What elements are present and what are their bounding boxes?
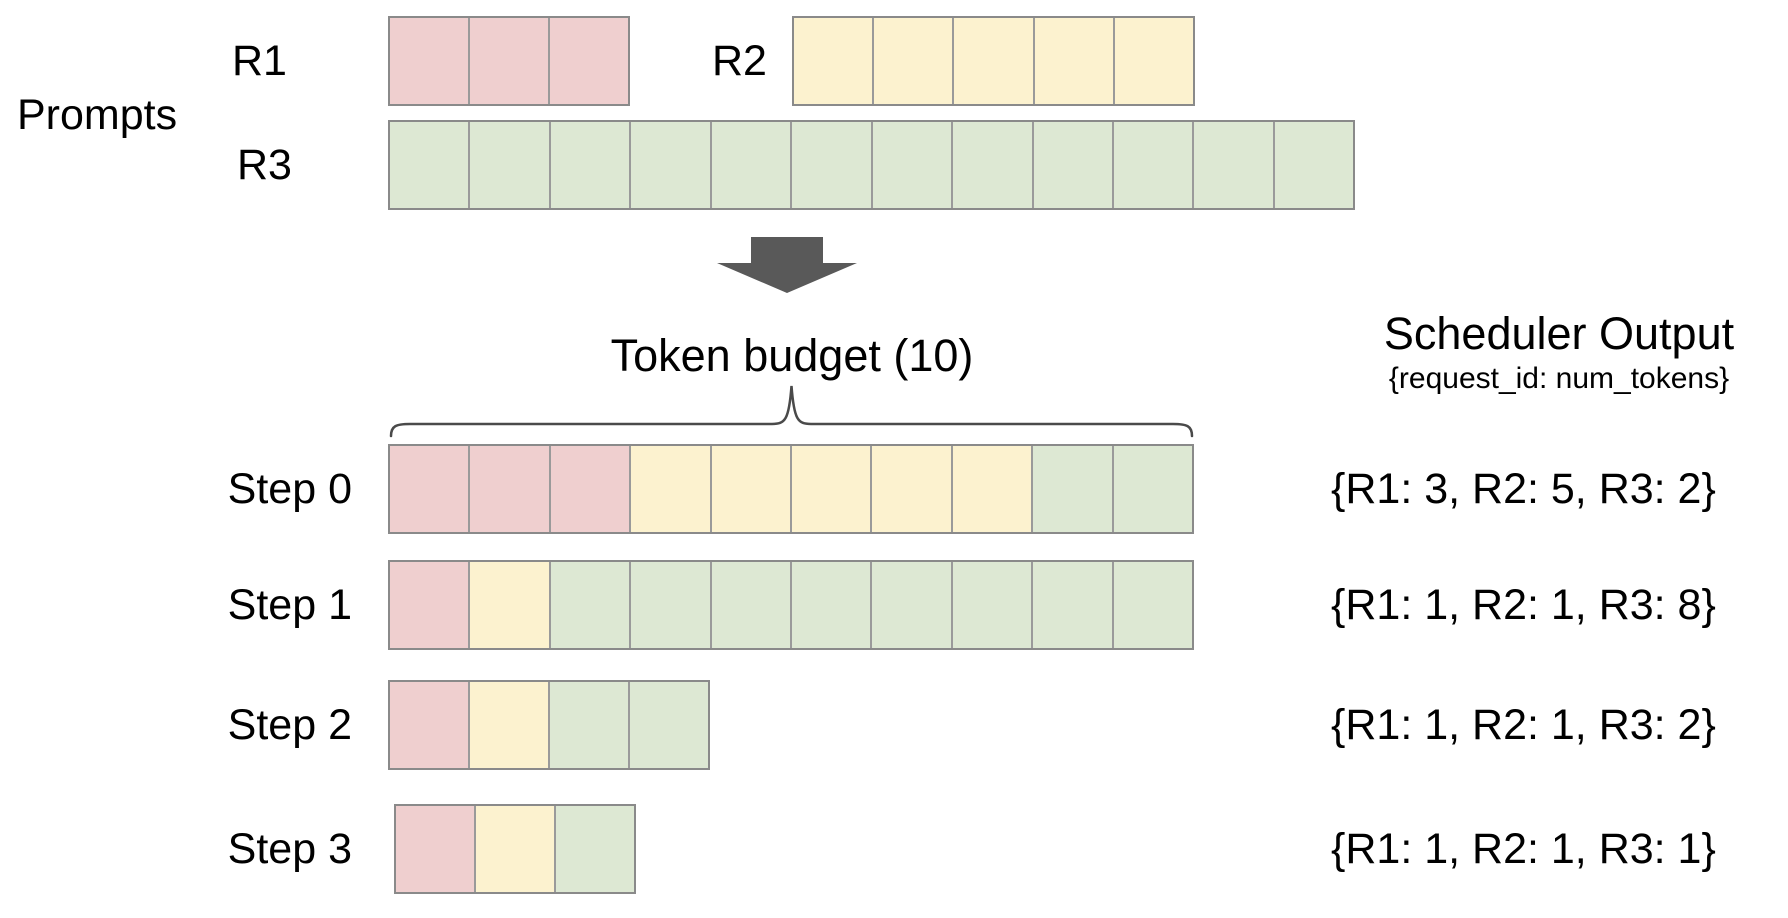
token-cell-r3 [550, 682, 631, 768]
token-cell-r2 [475, 806, 556, 892]
down-arrow-icon [717, 237, 857, 293]
token-cell-r3 [792, 562, 873, 648]
token-cell-r3 [711, 562, 793, 648]
token-cell-r3 [1113, 562, 1193, 648]
token-cell-r1 [396, 806, 476, 892]
token-cell-r3 [953, 122, 1034, 208]
token-cell-r2 [872, 446, 953, 532]
token-budget-title: Token budget (10) [610, 330, 974, 381]
token-cell-r2 [711, 446, 793, 532]
token-cell-r3 [1274, 122, 1354, 208]
token-cell-r3 [1033, 562, 1114, 648]
token-cell-r1 [390, 18, 470, 104]
token-cell-r3 [792, 122, 873, 208]
prompt-row-r3 [388, 120, 1356, 210]
token-cell-r2 [792, 446, 873, 532]
token-cell-r3 [555, 806, 634, 892]
token-cell-r3 [952, 562, 1034, 648]
step-1-output: {R1: 1, R2: 1, R3: 8} [1331, 581, 1716, 629]
step-0-row [388, 444, 1194, 534]
token-cell-r2 [794, 18, 875, 104]
token-cell-r3 [470, 122, 551, 208]
step-2-row [388, 680, 711, 770]
token-cell-r3 [631, 562, 712, 648]
token-cell-r3 [1194, 122, 1275, 208]
token-cell-r3 [1113, 446, 1193, 532]
token-cell-r2 [631, 446, 712, 532]
token-cell-r2 [1034, 18, 1115, 104]
step-1-label: Step 1 [227, 581, 352, 629]
token-cell-r1 [390, 446, 471, 532]
token-cell-r2 [470, 562, 551, 648]
step-0-output: {R1: 3, R2: 5, R3: 2} [1331, 465, 1716, 513]
scheduler-output-subtitle: {request_id: num_tokens} [1388, 362, 1730, 395]
token-cell-r3 [1033, 122, 1114, 208]
prompt-row-r1 [388, 16, 630, 106]
token-cell-r1 [470, 446, 551, 532]
token-cell-r2 [952, 446, 1034, 532]
step-0-label: Step 0 [227, 465, 352, 513]
token-cell-r3 [630, 682, 709, 768]
token-cell-r3 [1033, 446, 1114, 532]
token-cell-r1 [469, 18, 550, 104]
step-3-row [394, 804, 636, 894]
token-cell-r1 [390, 682, 471, 768]
token-cell-r2 [874, 18, 955, 104]
step-3-output: {R1: 1, R2: 1, R3: 1} [1331, 825, 1716, 873]
row-label-r2: R2 [712, 37, 767, 85]
token-budget-brace-icon [389, 385, 1194, 438]
prompt-row-r2 [792, 16, 1195, 106]
token-cell-r3 [872, 562, 953, 648]
prompts-label: Prompts [17, 91, 178, 139]
scheduler-output-title: Scheduler Output [1383, 308, 1735, 359]
token-cell-r3 [390, 122, 471, 208]
token-cell-r3 [550, 562, 632, 648]
token-cell-r2 [470, 682, 551, 768]
step-1-row [388, 560, 1194, 650]
token-cell-r3 [711, 122, 793, 208]
token-cell-r3 [872, 122, 954, 208]
row-label-r1: R1 [232, 37, 287, 85]
step-2-label: Step 2 [227, 701, 352, 749]
token-cell-r3 [550, 122, 632, 208]
step-2-output: {R1: 1, R2: 1, R3: 2} [1331, 701, 1716, 749]
token-cell-r1 [549, 18, 628, 104]
token-cell-r3 [631, 122, 712, 208]
row-label-r3: R3 [237, 141, 292, 189]
token-cell-r2 [1114, 18, 1194, 104]
token-cell-r2 [954, 18, 1035, 104]
token-cell-r1 [550, 446, 632, 532]
token-cell-r3 [1113, 122, 1195, 208]
token-cell-r1 [390, 562, 471, 648]
step-3-label: Step 3 [227, 825, 352, 873]
